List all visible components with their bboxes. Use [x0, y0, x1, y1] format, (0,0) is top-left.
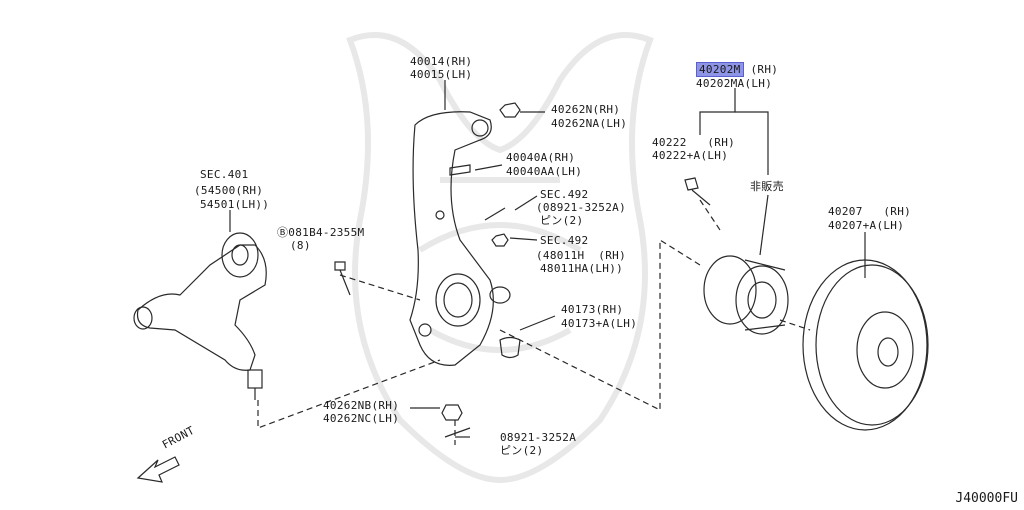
steering-knuckle [409, 111, 511, 366]
lower-control-arm [133, 232, 267, 400]
side-rh: (RH) [750, 63, 779, 76]
watermark-emblem [346, 32, 654, 484]
part-label-nut-bot-rh[interactable]: 40262NB(RH) [323, 399, 400, 412]
wheel-hub [703, 255, 789, 335]
part-label-knuckle-rh[interactable]: 40014(RH) [410, 55, 473, 68]
part-desc-pin-b: ピン(2) [500, 444, 544, 457]
part-label-boot-rh[interactable]: 40173(RH) [561, 303, 624, 316]
front-arrow [136, 456, 180, 483]
section-ref-492-a[interactable]: SEC.492 [540, 188, 589, 201]
part-label-arm-lh[interactable]: 54501(LH)) [200, 198, 270, 211]
part-label-bolt-rh[interactable]: 40040A(RH) [506, 151, 576, 164]
part-label-nut-bot-lh[interactable]: 40262NC(LH) [323, 412, 400, 425]
not-sold-label: 非販売 [750, 180, 784, 193]
part-label-knuckle-lh[interactable]: 40015(LH) [410, 68, 473, 81]
solid-leaders [229, 80, 866, 438]
part-label-pin-b[interactable]: 08921-3252A [500, 431, 577, 444]
part-label-hubbolt-lh[interactable]: 40222+A(LH) [652, 149, 729, 162]
fasteners [334, 102, 711, 438]
brake-rotor [802, 259, 929, 431]
part-label-bolt-b[interactable]: Ⓑ081B4-2355M [277, 226, 365, 239]
part-label-tie-lh[interactable]: 48011HA(LH)) [540, 262, 624, 275]
highlighted-part-number[interactable]: 40202M [696, 62, 744, 77]
section-ref-492-b[interactable]: SEC.492 [540, 234, 589, 247]
diagram-code: J40000FU [955, 491, 1018, 506]
part-label-rotor-lh[interactable]: 40207+A(LH) [828, 219, 905, 232]
part-label-rotor-rh[interactable]: 40207 (RH) [828, 205, 912, 218]
part-label-arm-rh[interactable]: (54500(RH) [194, 184, 264, 197]
part-label-pin-a[interactable]: (08921-3252A) [536, 201, 626, 214]
part-label-boot-lh[interactable]: 40173+A(LH) [561, 317, 638, 330]
part-label-nut-top-lh[interactable]: 40262NA(LH) [551, 117, 628, 130]
part-label-hubbolt-rh[interactable]: 40222 (RH) [652, 136, 736, 149]
part-label-hub-rh[interactable]: 40202M (RH) [696, 62, 779, 77]
part-qty-bolt-b: (8) [290, 239, 311, 252]
part-desc-pin-a: ピン(2) [540, 214, 584, 227]
part-label-bolt-lh[interactable]: 40040AA(LH) [506, 165, 583, 178]
part-label-tie-rh[interactable]: (48011H (RH) [536, 249, 626, 262]
part-label-nut-top-rh[interactable]: 40262N(RH) [551, 103, 621, 116]
leader-lines [257, 199, 811, 445]
part-label-hub-lh[interactable]: 40202MA(LH) [696, 77, 773, 90]
section-ref-401[interactable]: SEC.401 [200, 168, 249, 181]
